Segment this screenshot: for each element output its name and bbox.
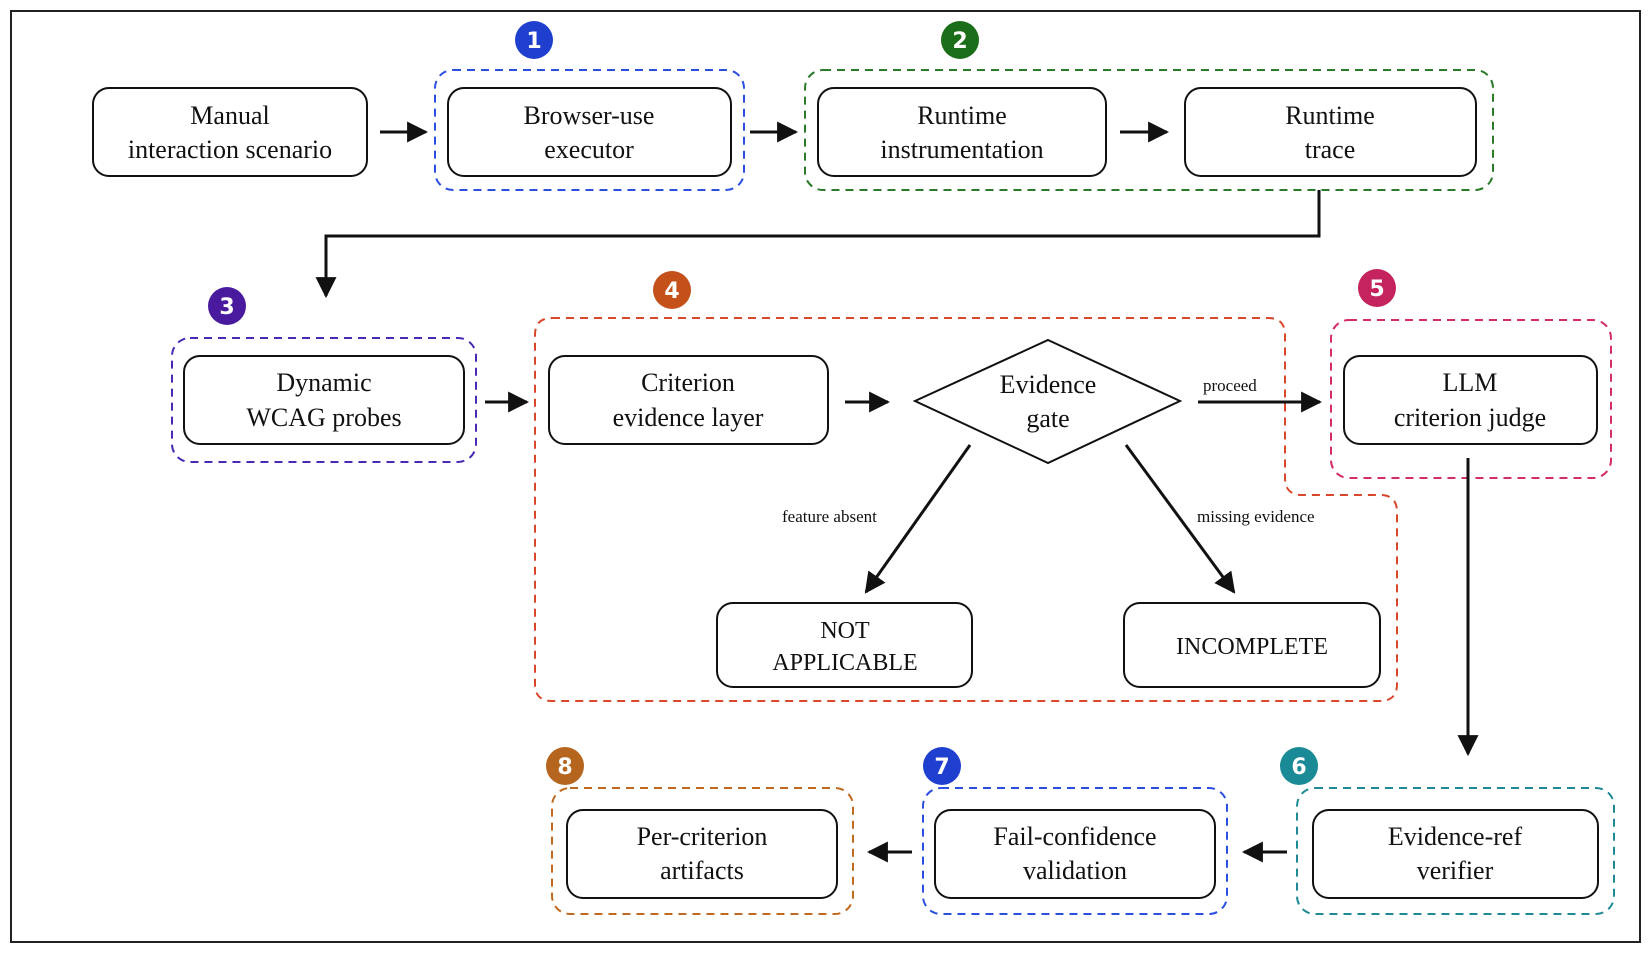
edge-label-feature-absent: feature absent — [782, 507, 877, 526]
svg-text:6: 6 — [1291, 755, 1306, 780]
node-fail-confidence-validation: Fail-confidence validation — [934, 809, 1216, 899]
svg-text:criterion judge: criterion judge — [1394, 403, 1546, 432]
edge-label-missing-evidence: missing evidence — [1197, 507, 1315, 526]
svg-text:Per-criterion: Per-criterion — [637, 822, 768, 851]
node-manual-interaction-scenario: Manual interaction scenario — [92, 87, 368, 177]
badge-3: 3 — [208, 287, 246, 325]
node-incomplete: INCOMPLETE — [1123, 602, 1381, 688]
badge-6: 6 — [1280, 747, 1318, 785]
badge-7: 7 — [923, 747, 961, 785]
svg-text:validation: validation — [1023, 856, 1127, 885]
svg-text:Criterion: Criterion — [641, 368, 735, 397]
svg-text:Evidence: Evidence — [1000, 370, 1097, 399]
edge-label-proceed: proceed — [1203, 376, 1257, 395]
node-llm-criterion-judge: LLM criterion judge — [1343, 355, 1598, 445]
svg-text:Runtime: Runtime — [1285, 101, 1375, 130]
group-6-outline — [1296, 787, 1615, 915]
diagram-frame — [10, 10, 1641, 943]
svg-text:4: 4 — [664, 279, 679, 304]
edge-trace-to-probes — [315, 190, 1321, 299]
group-1-outline — [434, 69, 745, 191]
group-2-outline — [804, 69, 1494, 191]
badge-2: 2 — [941, 21, 979, 59]
edge-gate-to-not-applicable — [864, 444, 972, 594]
badge-8: 8 — [546, 747, 584, 785]
svg-text:Browser-use: Browser-use — [524, 101, 655, 130]
edge-gate-to-incomplete — [1124, 444, 1236, 594]
node-evidence-ref-verifier: Evidence-ref verifier — [1312, 809, 1599, 899]
node-per-criterion-artifacts: Per-criterion artifacts — [566, 809, 838, 899]
node-not-applicable: NOT APPLICABLE — [716, 602, 973, 688]
svg-text:Fail-confidence: Fail-confidence — [993, 822, 1156, 851]
svg-text:trace: trace — [1305, 135, 1356, 164]
svg-text:LLM: LLM — [1443, 368, 1498, 397]
svg-text:instrumentation: instrumentation — [880, 135, 1043, 164]
svg-text:verifier: verifier — [1417, 856, 1494, 885]
svg-text:evidence layer: evidence layer — [613, 403, 764, 432]
node-evidence-gate: Evidence gate — [912, 338, 1183, 465]
svg-text:3: 3 — [219, 295, 234, 320]
node-dynamic-wcag-probes: Dynamic WCAG probes — [183, 355, 465, 445]
svg-text:artifacts: artifacts — [660, 856, 744, 885]
svg-text:APPLICABLE: APPLICABLE — [772, 650, 917, 676]
svg-text:Dynamic: Dynamic — [276, 368, 371, 397]
svg-text:2: 2 — [952, 29, 967, 54]
svg-text:gate: gate — [1026, 404, 1069, 433]
badge-1: 1 — [515, 21, 553, 59]
svg-text:Runtime: Runtime — [917, 101, 1007, 130]
badge-4: 4 — [653, 271, 691, 309]
group-7-outline — [922, 787, 1228, 915]
svg-text:interaction scenario: interaction scenario — [128, 135, 332, 164]
node-runtime-trace: Runtime trace — [1184, 87, 1477, 177]
svg-text:1: 1 — [526, 29, 541, 54]
group-8-outline — [551, 787, 854, 915]
svg-text:8: 8 — [557, 755, 572, 780]
group-4-outline — [534, 317, 1398, 702]
group-3-outline — [171, 337, 477, 463]
svg-text:5: 5 — [1369, 277, 1384, 302]
edges — [315, 121, 1479, 863]
svg-text:NOT: NOT — [820, 618, 870, 644]
node-criterion-evidence-layer: Criterion evidence layer — [548, 355, 829, 445]
svg-text:executor: executor — [544, 135, 634, 164]
svg-text:WCAG probes: WCAG probes — [246, 403, 401, 432]
svg-text:7: 7 — [934, 755, 949, 780]
svg-text:Evidence-ref: Evidence-ref — [1388, 822, 1523, 851]
node-runtime-instrumentation: Runtime instrumentation — [817, 87, 1107, 177]
node-browser-use-executor: Browser-use executor — [447, 87, 732, 177]
svg-text:INCOMPLETE: INCOMPLETE — [1176, 634, 1328, 660]
svg-text:Manual: Manual — [190, 101, 269, 130]
badge-5: 5 — [1358, 269, 1396, 307]
